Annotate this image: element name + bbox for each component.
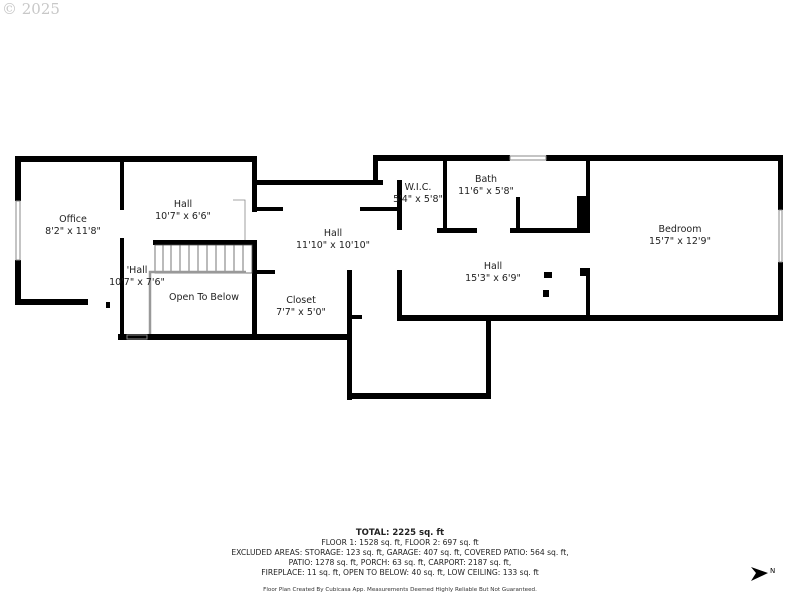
room-open-to-below: Open To Below xyxy=(169,292,239,304)
stairs xyxy=(148,199,253,334)
room-name: Bath xyxy=(474,174,498,185)
compass-label: N xyxy=(770,567,776,575)
floor-areas: FLOOR 1: 1528 sq. ft, FLOOR 2: 697 sq. f… xyxy=(321,538,479,547)
room-size: 7'7" x 5'0" xyxy=(276,307,326,318)
room-size: 11'10" x 10'10" xyxy=(296,240,370,251)
room-size: 11'6" x 5'8" xyxy=(458,186,514,197)
room-name: W.I.C. xyxy=(404,182,432,193)
watermark: © 2025 xyxy=(2,0,60,18)
room-name: Hall xyxy=(173,199,193,210)
room-size: 5'4" x 5'8" xyxy=(393,194,443,205)
room-name: Open To Below xyxy=(169,292,239,303)
room-size: 15'7" x 12'9" xyxy=(649,236,711,247)
room-size: 8'2" x 11'8" xyxy=(45,226,101,237)
credit-note: Floor Plan Created By Cubicasa App. Meas… xyxy=(263,587,537,593)
total-area: TOTAL: 2225 sq. ft xyxy=(355,528,445,538)
excluded-areas-3: FIREPLACE: 11 sq. ft, OPEN TO BELOW: 40 … xyxy=(261,568,539,577)
room-size: 10'7" x 7'6" xyxy=(109,277,165,288)
north-arrow-icon xyxy=(751,567,768,581)
compass: N xyxy=(748,565,788,589)
room-name: Closet xyxy=(286,295,316,306)
room-size: 15'3" x 6'9" xyxy=(465,273,521,284)
room-size: 10'7" x 6'6" xyxy=(155,211,211,222)
walls xyxy=(15,155,783,400)
room-wic: W.I.C.5'4" x 5'8" xyxy=(393,182,443,206)
excluded-areas-1: EXCLUDED AREAS: STORAGE: 123 sq. ft, GAR… xyxy=(231,548,569,557)
room-name: Hall xyxy=(483,261,503,272)
excluded-areas-2: PATIO: 1278 sq. ft, PORCH: 63 sq. ft, CA… xyxy=(288,558,512,567)
room-name: Bedroom xyxy=(658,224,702,235)
room-name: 'Hall xyxy=(126,265,148,276)
room-name: Hall xyxy=(323,228,343,239)
room-name: Office xyxy=(59,214,87,225)
windows xyxy=(15,155,783,340)
area-summary: TOTAL: 2225 sq. ft FLOOR 1: 1528 sq. ft,… xyxy=(0,528,800,595)
